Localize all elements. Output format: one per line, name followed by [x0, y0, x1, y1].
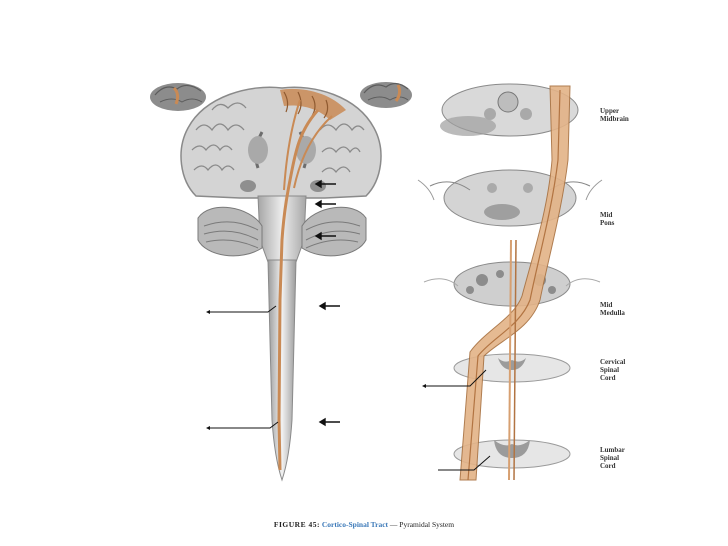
- section-upper-midbrain: [440, 83, 579, 137]
- label-mid-medulla: Mid Medulla: [600, 301, 625, 317]
- caption-subtitle: — Pyramidal System: [389, 520, 455, 529]
- cross-section-stack: [417, 83, 603, 481]
- label-lumbar-cord: Lumbar Spinal Cord: [600, 446, 625, 470]
- corticospinal-tract-left: [277, 108, 320, 471]
- brain-thumbnail-right: [360, 82, 412, 108]
- section-mid-medulla: [423, 261, 601, 307]
- brain-thumbnail-left: [150, 83, 206, 111]
- coronal-brain-view: [150, 82, 412, 482]
- label-cervical-cord: Cervical Spinal Cord: [600, 358, 626, 382]
- caption-title: Cortico-Spinal Tract: [321, 520, 389, 529]
- figure-caption: FIGURE 45: Cortico-Spinal Tract — Pyrami…: [0, 520, 728, 529]
- level-arrows: [314, 179, 340, 427]
- cerebrum: [180, 86, 382, 199]
- section-lumbar-cord: [453, 439, 571, 469]
- corticospinal-tract-right: [459, 85, 571, 481]
- caption-figure-number: FIGURE 45:: [273, 520, 320, 529]
- leader-lines-left: [208, 305, 279, 429]
- section-mid-pons: [417, 169, 603, 227]
- label-upper-midbrain: Upper Midbrain: [600, 107, 629, 123]
- leader-lines-right: [424, 369, 491, 471]
- spinal-cord: [267, 259, 297, 482]
- label-mid-pons: Mid Pons: [600, 211, 615, 227]
- motor-cortex-highlight: [280, 88, 346, 120]
